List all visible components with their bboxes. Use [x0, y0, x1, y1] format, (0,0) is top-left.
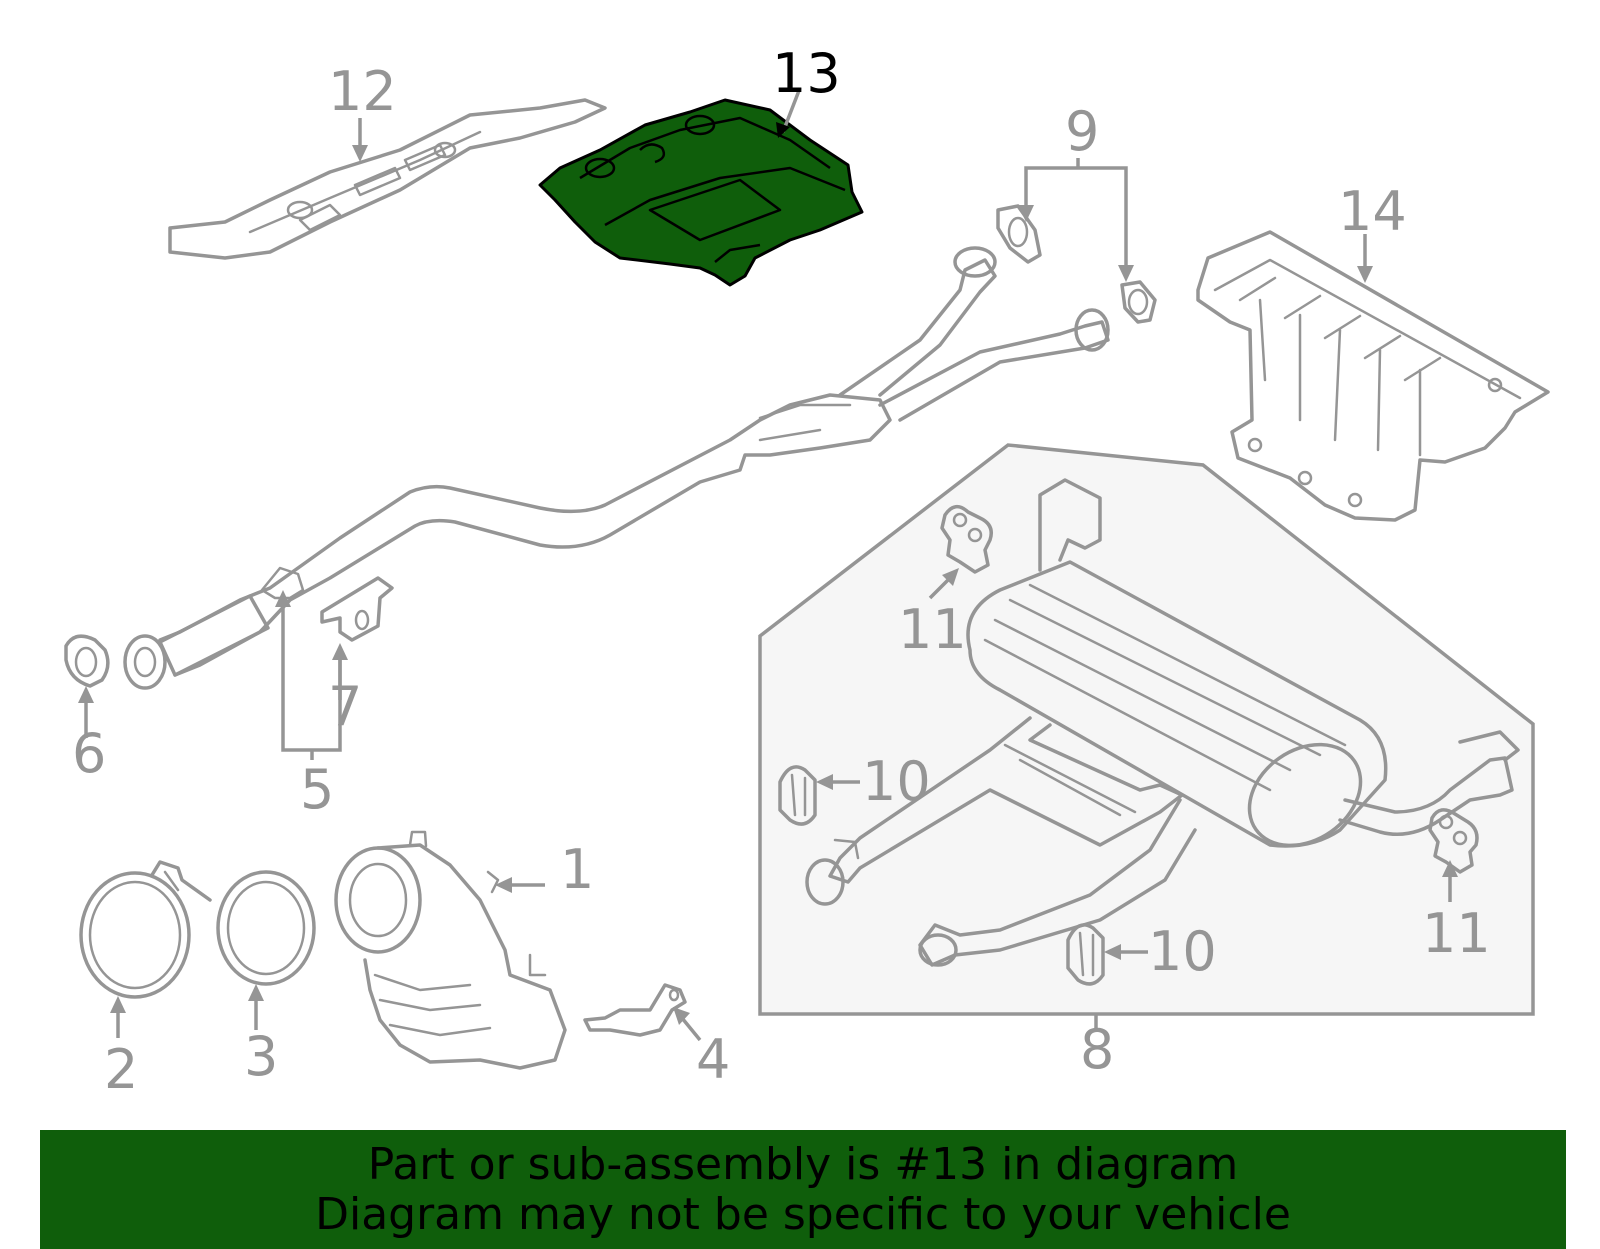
part-11-arrowhead-lower [1442, 860, 1458, 877]
label-part-8: 8 [1080, 1018, 1114, 1081]
part-12-front-heat-shield[interactable] [168, 98, 607, 260]
label-part-3: 3 [244, 1025, 278, 1088]
part-10-arrowhead-upper [816, 774, 833, 790]
part-2-arrowhead [110, 996, 126, 1013]
part-9-bracket [1024, 158, 1128, 270]
part-11-hanger-upper[interactable] [940, 505, 993, 574]
label-part-1: 1 [560, 838, 594, 901]
part-11-arrowhead-upper [942, 568, 959, 586]
label-part-4: 4 [696, 1028, 730, 1091]
label-part-13-highlighted: 13 [772, 42, 841, 105]
banner-line-2: Diagram may not be specific to your vehi… [315, 1188, 1291, 1240]
part-2-clamp[interactable] [79, 860, 212, 999]
part-1-catalytic-converter[interactable] [334, 830, 567, 1070]
part-3-arrowhead [248, 984, 264, 1001]
banner-line-1: Part or sub-assembly is #13 in diagram [367, 1138, 1239, 1190]
part-9-arrowhead-b [1118, 265, 1134, 282]
part-3-gasket-ring[interactable] [216, 870, 316, 986]
info-banner: Part or sub-assembly is #13 in diagram D… [40, 1130, 1566, 1249]
part-14-rear-heat-shield[interactable] [1196, 230, 1550, 522]
part-7-hanger-bracket[interactable] [320, 576, 394, 642]
part-14-arrowhead [1357, 266, 1373, 283]
part-8-muffler-assembly[interactable] [805, 478, 1520, 967]
label-part-9: 9 [1065, 100, 1099, 163]
part-4-leader [680, 1016, 702, 1042]
part-13-heat-shield-highlighted[interactable] [538, 98, 864, 287]
part-5-bracket [281, 603, 342, 760]
part-10-isolator-upper[interactable] [778, 765, 817, 826]
label-part-5: 5 [300, 758, 334, 821]
part-1-arrowhead [495, 877, 512, 893]
part-5-intermediate-pipe[interactable] [123, 246, 1110, 690]
label-part-2: 2 [104, 1038, 138, 1101]
label-part-11-upper: 11 [898, 598, 967, 661]
label-part-6: 6 [72, 722, 106, 785]
label-part-14: 14 [1338, 180, 1407, 243]
part-9-gaskets[interactable] [996, 204, 1157, 324]
part-9-arrowhead-a [1018, 205, 1034, 222]
label-part-7: 7 [328, 675, 362, 738]
part-12-arrowhead [352, 145, 368, 162]
part-13-leader [781, 87, 802, 133]
label-part-10-lower: 10 [1148, 920, 1217, 983]
part-6-gasket[interactable] [64, 634, 110, 688]
part-11-hanger-lower[interactable] [1428, 808, 1479, 874]
part-4-bracket[interactable] [583, 983, 687, 1037]
label-part-11-lower: 11 [1422, 902, 1491, 965]
label-part-10-upper: 10 [862, 750, 931, 813]
part-13-arrowhead [776, 122, 790, 138]
part-5-arrowhead [275, 590, 291, 607]
muffler-assembly-callout [758, 443, 1535, 1016]
part-6-arrowhead [78, 686, 94, 703]
part-7-arrowhead [332, 643, 348, 660]
part-10-isolator-lower[interactable] [1066, 923, 1105, 986]
part-11-leader-upper [928, 576, 952, 600]
part-4-arrowhead [673, 1007, 690, 1025]
part-10-arrowhead-lower [1104, 944, 1121, 960]
label-part-12: 12 [328, 60, 397, 123]
